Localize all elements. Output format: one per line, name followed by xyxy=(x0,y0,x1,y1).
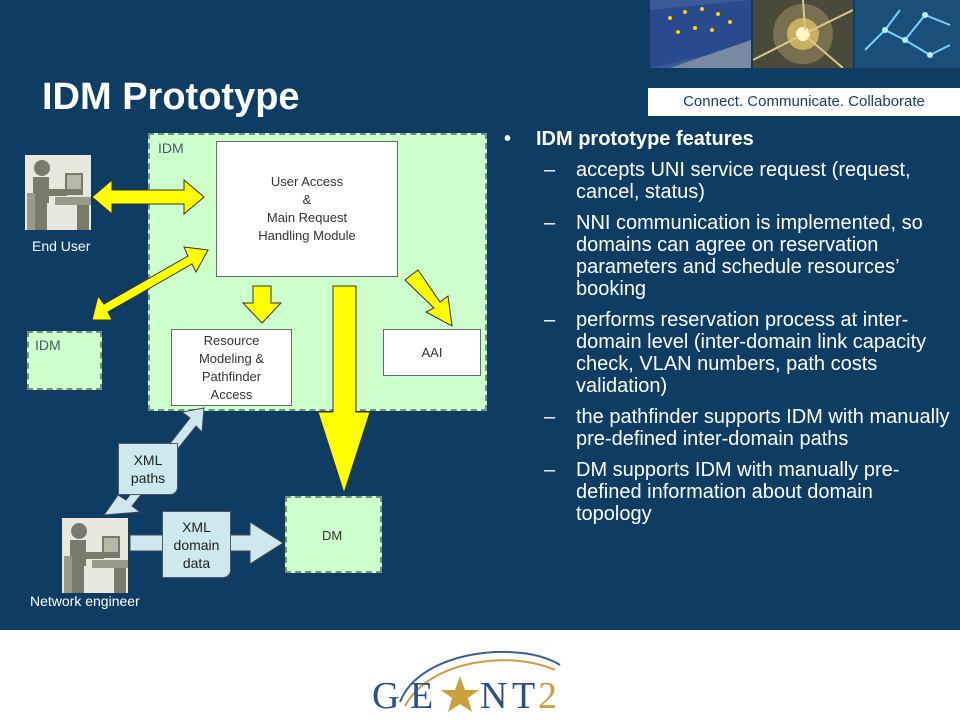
remote-idm-label: IDM xyxy=(35,337,61,353)
light-photo xyxy=(753,0,853,68)
resource-down-arrow xyxy=(241,285,283,324)
slide-background: Connect. Communicate. Collaborate IDM Pr… xyxy=(0,0,960,630)
user-access-module: User Access & Main Request Handling Modu… xyxy=(216,141,398,277)
feature-item: –the pathfinder supports IDM with manual… xyxy=(544,406,950,450)
network-engineer-icon xyxy=(62,518,128,593)
remote-idm-double-arrow xyxy=(91,246,209,321)
feature-item: –accepts UNI service request (request, c… xyxy=(544,159,911,203)
geant2-logo-graphic: G E N T 2 xyxy=(372,650,561,717)
svg-text:N: N xyxy=(480,675,507,717)
svg-text:2: 2 xyxy=(538,675,557,717)
network-map-photo xyxy=(855,0,960,68)
resource-modeling-module: Resource Modeling & Pathfinder Access xyxy=(171,329,292,406)
feature-heading: •IDM prototype features xyxy=(504,128,754,150)
page-title: IDM Prototype xyxy=(42,76,300,118)
svg-text:G: G xyxy=(372,675,399,717)
end-user-icon xyxy=(25,155,91,230)
feature-list: •IDM prototype features –accepts UNI ser… xyxy=(500,128,960,534)
aai-arrow xyxy=(404,269,453,327)
dm-label: DM xyxy=(322,528,343,543)
feature-item: –NNI communication is implemented, so do… xyxy=(544,212,923,300)
feature-item: –DM supports IDM with manually pre-defin… xyxy=(544,459,900,525)
aai-module: AAI xyxy=(383,329,481,376)
xml-domain-data-doc: XML domain data xyxy=(162,511,231,578)
feature-item: –performs reservation process at inter-d… xyxy=(544,309,927,397)
geant2-logo: G E N T 2 xyxy=(0,630,960,720)
end-user-caption: End User xyxy=(32,238,91,254)
idm-container-label: IDM xyxy=(158,140,184,156)
svg-text:T: T xyxy=(512,675,535,717)
xml-paths-arrow xyxy=(102,407,205,516)
dm-box xyxy=(285,496,382,573)
eu-flag-photo xyxy=(650,0,751,68)
network-engineer-caption: Network engineer xyxy=(30,593,140,609)
dm-down-arrow xyxy=(317,285,371,495)
tagline: Connect. Communicate. Collaborate xyxy=(648,88,960,116)
remote-idm-box xyxy=(27,331,102,390)
end-user-double-arrow xyxy=(91,178,205,216)
svg-text:E: E xyxy=(410,675,433,717)
xml-paths-doc: XML paths xyxy=(118,443,178,495)
